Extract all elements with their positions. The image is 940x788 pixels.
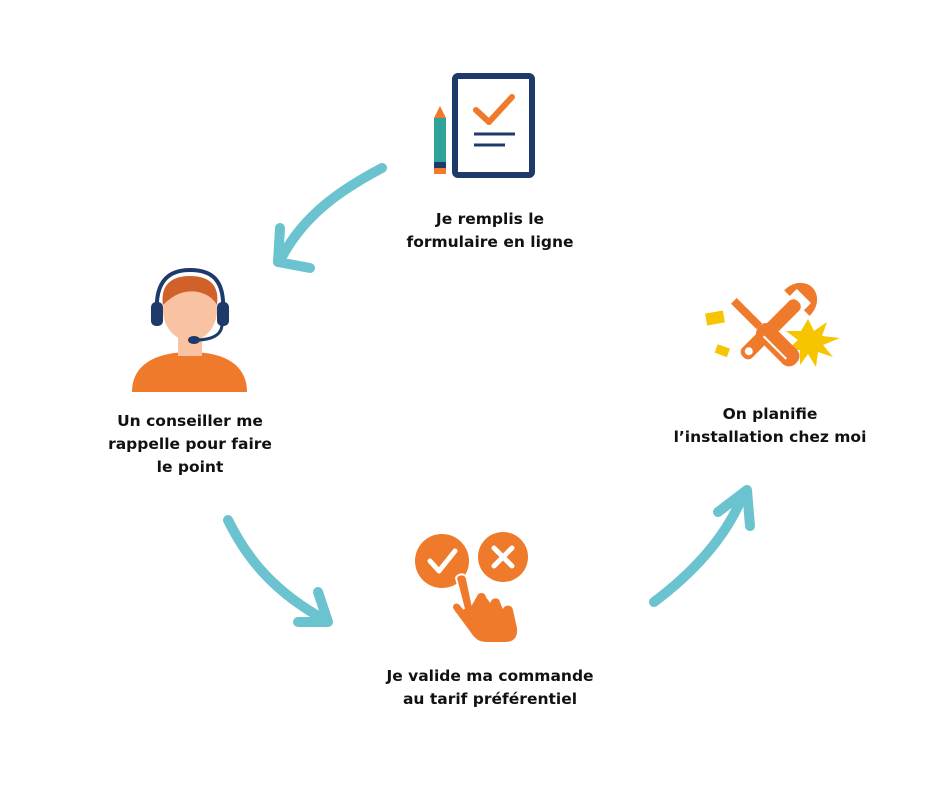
pencil-icon (434, 106, 446, 174)
arrow-validate-to-tools (649, 485, 755, 607)
advisor-headset-icon (132, 267, 247, 392)
arrow-advisor-to-validate (223, 515, 333, 627)
form-checklist-icon (434, 73, 535, 178)
step-label-advisor: Un conseiller me rappelle pour faire le … (108, 412, 272, 476)
step-label-form: Je remplis le formulaire en ligne (406, 210, 574, 251)
tools-icon (705, 282, 840, 367)
arrow-form-to-advisor (273, 163, 387, 273)
step-label-installation: On planifie l’installation chez moi (673, 405, 867, 446)
step-label-validate: Je valide ma commande au tarif préférent… (386, 667, 594, 708)
validate-choice-icon (415, 532, 528, 644)
